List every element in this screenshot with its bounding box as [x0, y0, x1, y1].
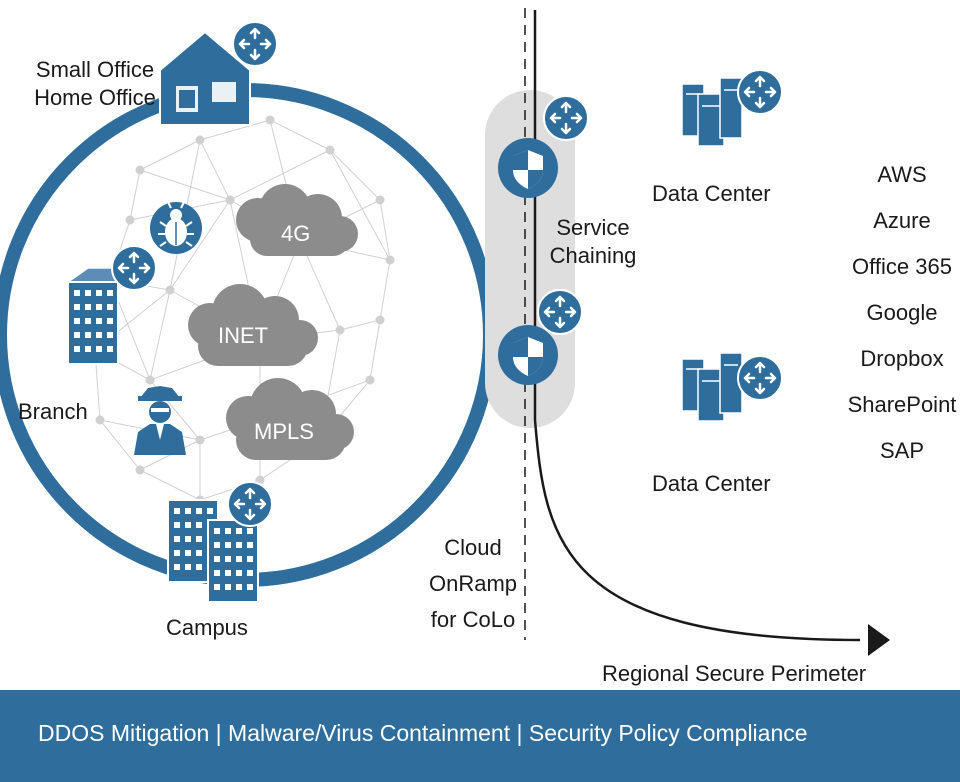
cloud-onramp-line-2: OnRamp [428, 571, 518, 596]
arrow-right-icon [868, 624, 890, 656]
router-icon [736, 354, 784, 402]
cloud-app-office365: Office 365 [852, 254, 952, 279]
cloud-app-aws: AWS [877, 162, 927, 187]
cloud-icon [236, 184, 358, 256]
cloud-app-google: Google [866, 300, 938, 325]
cloud-app-list: AWS Azure Office 365 Google Dropbox Shar… [846, 152, 958, 474]
branch-label: Branch [18, 399, 88, 424]
footer-bar: DDOS Mitigation | Malware/Virus Containm… [0, 690, 960, 782]
cloud-onramp-label: Cloud OnRamp for CoLo [420, 530, 526, 638]
router-icon [226, 480, 274, 528]
service-chaining-label: Service Chaining [548, 214, 638, 270]
router-icon [110, 244, 158, 292]
perimeter-label: Regional Secure Perimeter [602, 661, 867, 686]
data-center-label-2: Data Center [652, 471, 771, 496]
transport-mpls-label: MPLS [254, 419, 314, 444]
footer-text: DDOS Mitigation | Malware/Virus Containm… [38, 720, 808, 746]
cloud-app-dropbox: Dropbox [860, 346, 944, 371]
cloud-icon [188, 284, 318, 366]
router-icon [736, 68, 784, 116]
transport-4g-label: 4G [281, 221, 311, 246]
shield-icon [498, 138, 558, 198]
data-center-label-1: Data Center [652, 181, 771, 206]
network-diagram [0, 8, 890, 656]
spy-icon [134, 386, 186, 455]
campus-label: Campus [166, 615, 248, 640]
soho-label: Small Office Home Office [20, 56, 170, 112]
service-chaining-line-1: Service [556, 215, 630, 240]
service-chaining-line-2: Chaining [549, 243, 637, 268]
cloud-onramp-line-1: Cloud [444, 535, 502, 560]
perimeter-curve [533, 419, 861, 642]
cloud-app-azure: Azure [873, 208, 931, 233]
cloud-app-sharepoint: SharePoint [847, 392, 957, 417]
soho-label-line-2: Home Office [34, 85, 156, 110]
cloud-icon [226, 378, 354, 460]
router-icon [542, 94, 590, 142]
transport-inet-label: INET [218, 323, 269, 348]
router-icon [536, 288, 584, 336]
bug-icon [150, 201, 202, 254]
soho-label-line-1: Small Office [35, 57, 155, 82]
server-icon [681, 352, 743, 422]
cloud-app-sap: SAP [879, 438, 925, 463]
server-icon [681, 77, 743, 147]
cloud-onramp-line-3: for CoLo [430, 607, 516, 632]
router-icon [231, 20, 279, 68]
house-icon [148, 25, 262, 126]
shield-icon [498, 325, 558, 385]
